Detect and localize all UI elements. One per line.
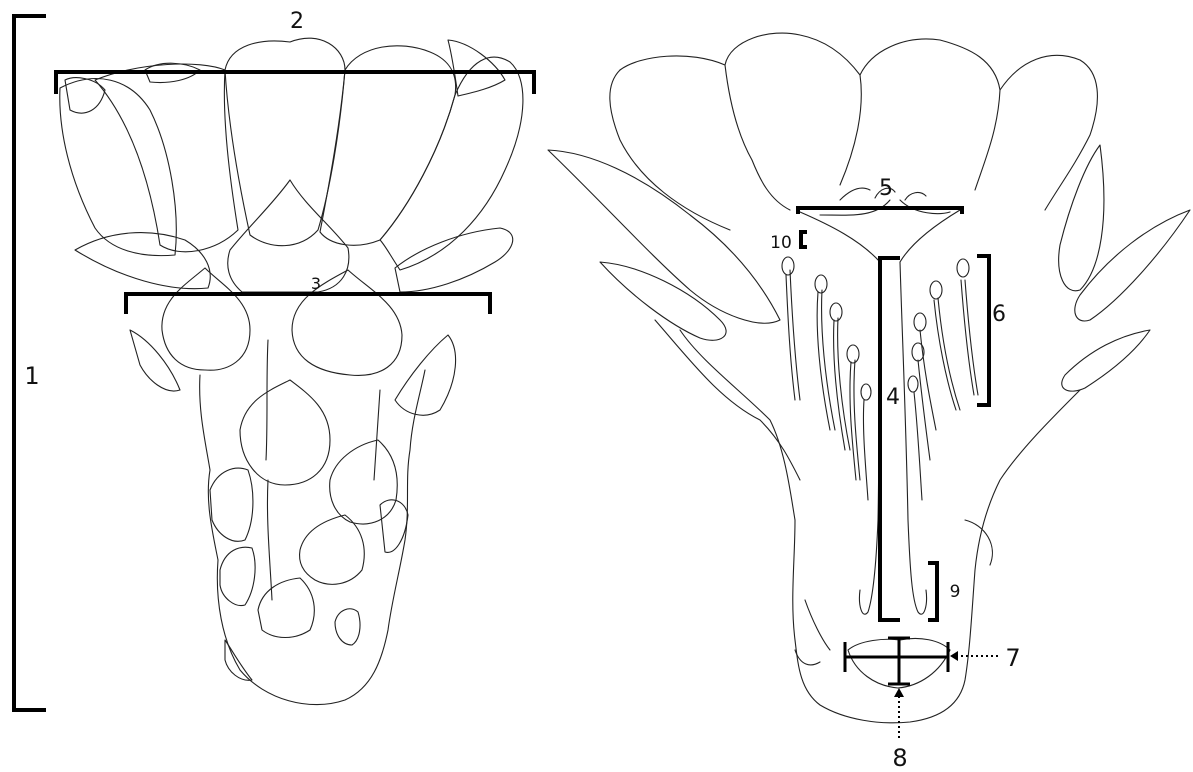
label-3: 3 (311, 274, 321, 293)
petal (60, 79, 176, 256)
label-2: 2 (290, 9, 304, 34)
arrow-8-head (894, 688, 904, 697)
bract (292, 270, 402, 375)
bract (395, 335, 456, 415)
corolla-lobe (860, 39, 1000, 190)
bracket-5 (798, 208, 962, 214)
sepal (1075, 210, 1190, 321)
label-1: 1 (24, 362, 39, 390)
bract (130, 330, 180, 391)
receptacle-inner (795, 520, 992, 665)
bracket-2 (56, 72, 534, 94)
bracket-3 (126, 294, 490, 314)
bracket-6 (977, 256, 989, 405)
label-9: 9 (950, 582, 961, 602)
ovary-height-marker (888, 638, 910, 684)
stamens-right (908, 259, 978, 500)
corolla-lobe (620, 56, 790, 210)
scale (240, 380, 330, 485)
sepal (548, 150, 780, 323)
label-8: 8 (892, 744, 907, 772)
sepal (1059, 145, 1104, 291)
stalk-line (266, 340, 380, 600)
corolla-lobe (1000, 55, 1097, 210)
bract (228, 180, 349, 292)
petal (448, 40, 505, 96)
corolla-lobe (725, 33, 861, 185)
style (900, 262, 927, 614)
sepal (1062, 330, 1150, 391)
style (859, 262, 880, 614)
scale (258, 578, 314, 638)
label-7: 7 (1005, 644, 1020, 672)
ovary-width-marker (845, 642, 948, 672)
sepal (655, 320, 800, 480)
corolla-left-edge (610, 70, 730, 230)
label-6: 6 (992, 302, 1006, 327)
receptacle (200, 370, 425, 705)
stamens-left (782, 257, 871, 500)
scale (330, 440, 398, 524)
label-5: 5 (879, 176, 893, 201)
bract (162, 268, 250, 370)
bracket-4 (880, 258, 900, 620)
petal (320, 46, 456, 246)
exterior-flower-drawing: 1 2 3 (14, 9, 534, 710)
label-4: 4 (886, 385, 900, 410)
scale (210, 468, 253, 541)
scale (300, 515, 365, 584)
section-flower-drawing: 4 5 6 7 8 9 10 (548, 33, 1190, 772)
scale (335, 609, 360, 645)
petal (95, 64, 238, 252)
label-10: 10 (770, 233, 792, 253)
arrow-7-head (950, 651, 958, 661)
scale (225, 640, 252, 680)
bract (395, 228, 513, 292)
scale (220, 547, 255, 605)
bracket-9 (928, 563, 937, 620)
petal (225, 38, 345, 246)
bracket-10 (801, 232, 807, 247)
